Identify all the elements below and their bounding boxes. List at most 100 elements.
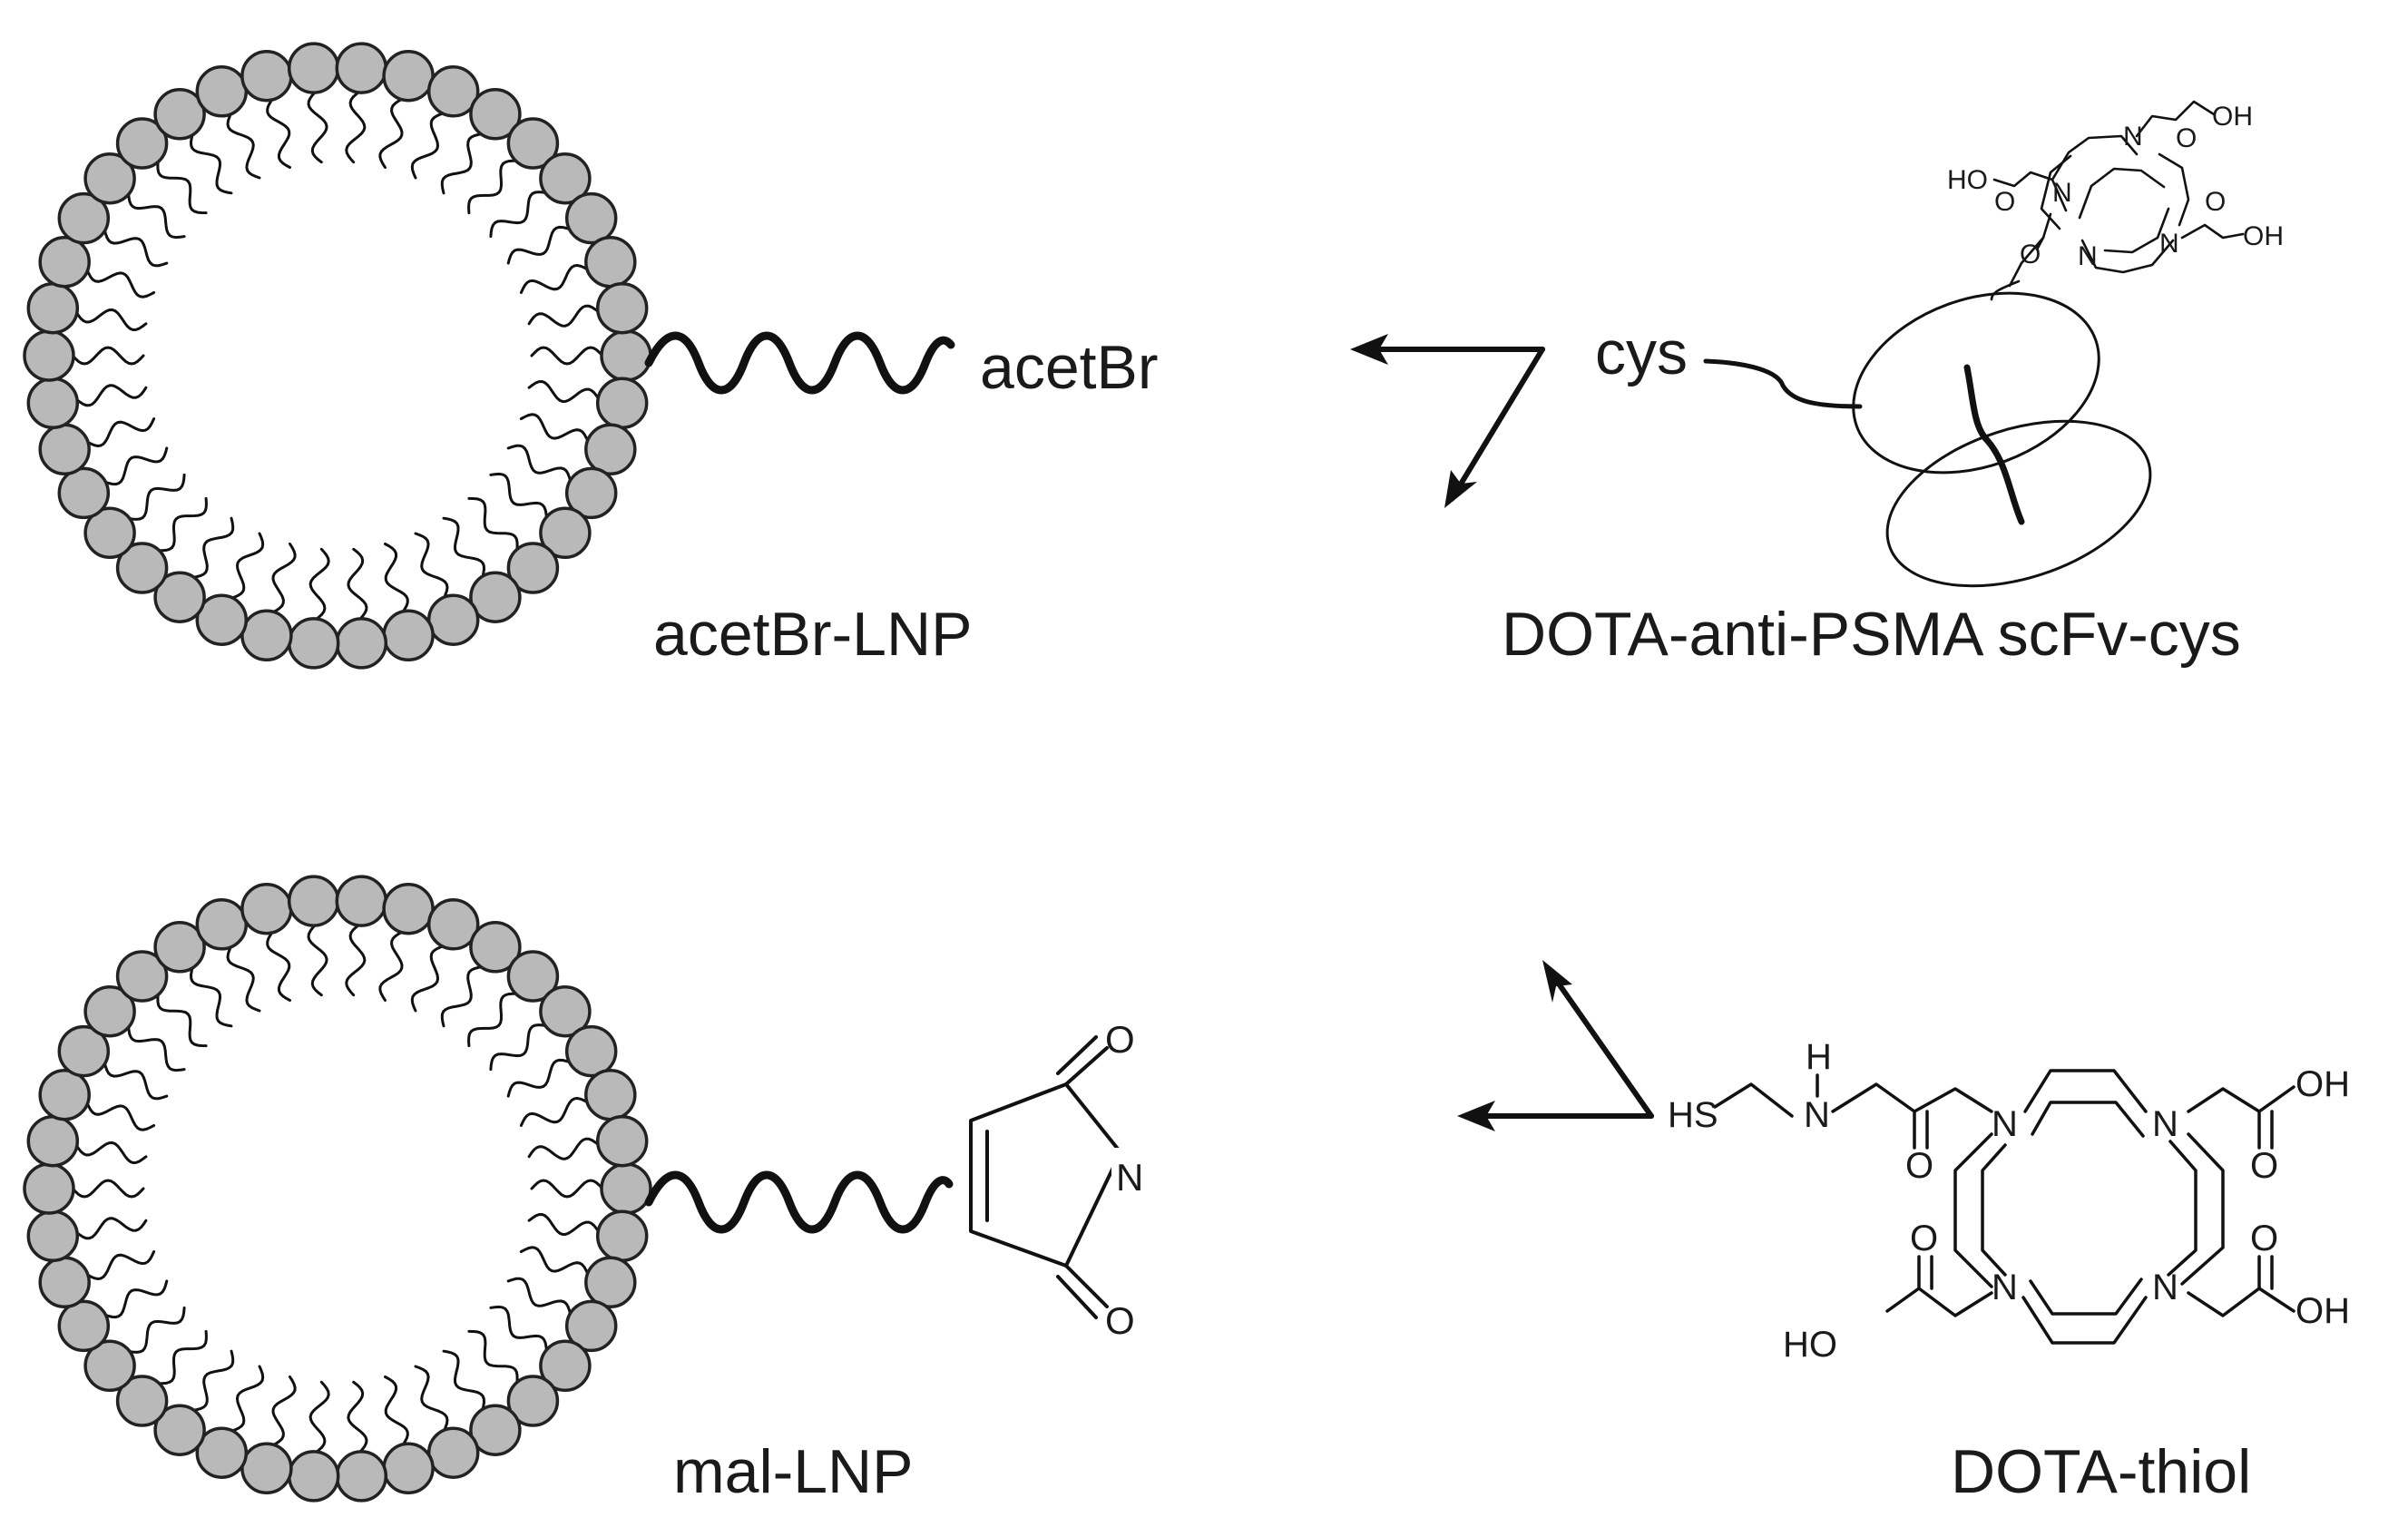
lipid-head [287, 875, 340, 927]
lipid-head [115, 117, 169, 170]
lipid-tail [266, 930, 291, 1002]
lipid-tail [74, 1141, 148, 1165]
maleimide-group: O N O [969, 1018, 1148, 1342]
lipid-head [595, 281, 649, 335]
lipid-head [240, 49, 293, 103]
lipid-head [426, 898, 480, 951]
dota-small-oh-right: OH [2243, 221, 2284, 251]
dota-thiol-amide-h: H [1806, 1037, 1832, 1077]
lipid-tail [266, 97, 291, 169]
lipid-head [153, 571, 206, 623]
lipid-head [335, 617, 388, 670]
lipid-head [469, 1404, 522, 1456]
lipid-head [57, 466, 111, 520]
lipid-tail [226, 945, 261, 1013]
dota-small-o-right: O [2205, 187, 2226, 217]
lipid-head [240, 882, 293, 935]
lipid-tail [440, 132, 485, 195]
lipid-head [564, 1024, 618, 1078]
lipid-tail [345, 90, 367, 164]
lipid-head [195, 898, 249, 951]
scfv-domain-vl [1885, 419, 2152, 588]
lipid-head [38, 235, 91, 289]
lipid-head [469, 88, 522, 141]
dota-small-oh-top: OH [2212, 102, 2253, 132]
dota-small-n3: N [2159, 229, 2179, 259]
dota-thiol-ring-n3: N [2152, 1268, 2178, 1307]
lipid-head [584, 1256, 637, 1309]
dota-small-o-left: O [1994, 187, 2015, 217]
lipid-tail [519, 263, 590, 294]
lipid-head [595, 1114, 649, 1168]
lipid-head [595, 1209, 649, 1263]
lipid-head [539, 506, 592, 560]
lipid-tail [270, 1375, 297, 1447]
peg-tether-acetbr [644, 331, 955, 395]
dota-thiol-hs: HS [1668, 1095, 1718, 1135]
lipid-head [26, 377, 80, 430]
lipid-tail [191, 1349, 235, 1412]
lipid-tail [345, 923, 367, 997]
lipid-tail [230, 1365, 265, 1433]
lipid-tail [530, 346, 604, 366]
lipid-head [382, 1442, 435, 1495]
lipid-tail [156, 496, 208, 553]
lipid-tail [103, 1279, 169, 1319]
lipid-tail [74, 1217, 148, 1240]
lipid-tail [127, 1024, 186, 1072]
lipid-tail [308, 1380, 330, 1454]
lipid-head [564, 466, 618, 520]
lipid-head [382, 49, 435, 103]
cys-label: cys [1595, 318, 1688, 387]
lipid-tail [156, 159, 208, 215]
lipid-head [335, 1450, 388, 1503]
lipid-tail [156, 992, 208, 1048]
lipid-head [153, 1404, 206, 1456]
peg-tether-mal [644, 1170, 954, 1234]
dota-thiol-ho-bottom-left: HO [1783, 1325, 1837, 1365]
lipid-head [57, 1299, 111, 1353]
lipid-tail [467, 159, 519, 215]
lipid-head [287, 617, 340, 670]
dota-small-n2: N [2052, 178, 2072, 208]
lipid-tail [467, 992, 519, 1048]
dota-thiol-ring-n1: N [1992, 1104, 2018, 1144]
lipid-head [600, 1162, 652, 1215]
lipid-tail [489, 191, 548, 239]
lipid-tail [384, 543, 409, 614]
lipid-head [469, 921, 522, 974]
lipid-head [115, 950, 169, 1003]
lipid-head [584, 423, 637, 476]
lipid-head [469, 571, 522, 623]
arrowhead-bottom-left [1457, 1101, 1495, 1131]
dota-thiol-o-bottom-left: O [1910, 1219, 1938, 1258]
dota-thiol-o-top-right: O [2250, 1146, 2278, 1186]
lipid-tail [189, 132, 233, 195]
lipid-tail [307, 90, 328, 164]
dota-chelator-small: HO O OH O OH O O N N N N [1947, 100, 2284, 301]
acetbr-lnp-label: acetBr-LNP [653, 600, 972, 669]
lipid-tail [506, 225, 573, 265]
lipid-tail [103, 228, 169, 268]
lipid-head [287, 42, 340, 94]
lipid-tail [519, 413, 590, 444]
scfv-construct-label: DOTA-anti-PSMA scFv-cys [1502, 600, 2241, 669]
lipid-head [240, 609, 293, 662]
lipid-bilayer-top [23, 42, 652, 670]
dota-thiol-oh-top-right: OH [2295, 1064, 2350, 1104]
lipid-head [195, 593, 249, 646]
lipid-head [564, 191, 618, 245]
lipid-head [153, 921, 206, 974]
lipid-tail [103, 446, 169, 486]
lipid-head [26, 1114, 80, 1168]
maleimide-o-bottom: O [1105, 1299, 1135, 1342]
lipid-tail [127, 473, 186, 521]
lipid-head [83, 1339, 136, 1393]
dota-small-ho-left: HO [1947, 165, 1988, 195]
lipid-tail [127, 191, 186, 240]
lipid-tail [85, 417, 156, 448]
lipid-head [57, 191, 111, 245]
arrowhead-bottom-up [1542, 960, 1572, 1003]
mal-lnp-particle: O N O mal-LNP [23, 875, 1148, 1506]
